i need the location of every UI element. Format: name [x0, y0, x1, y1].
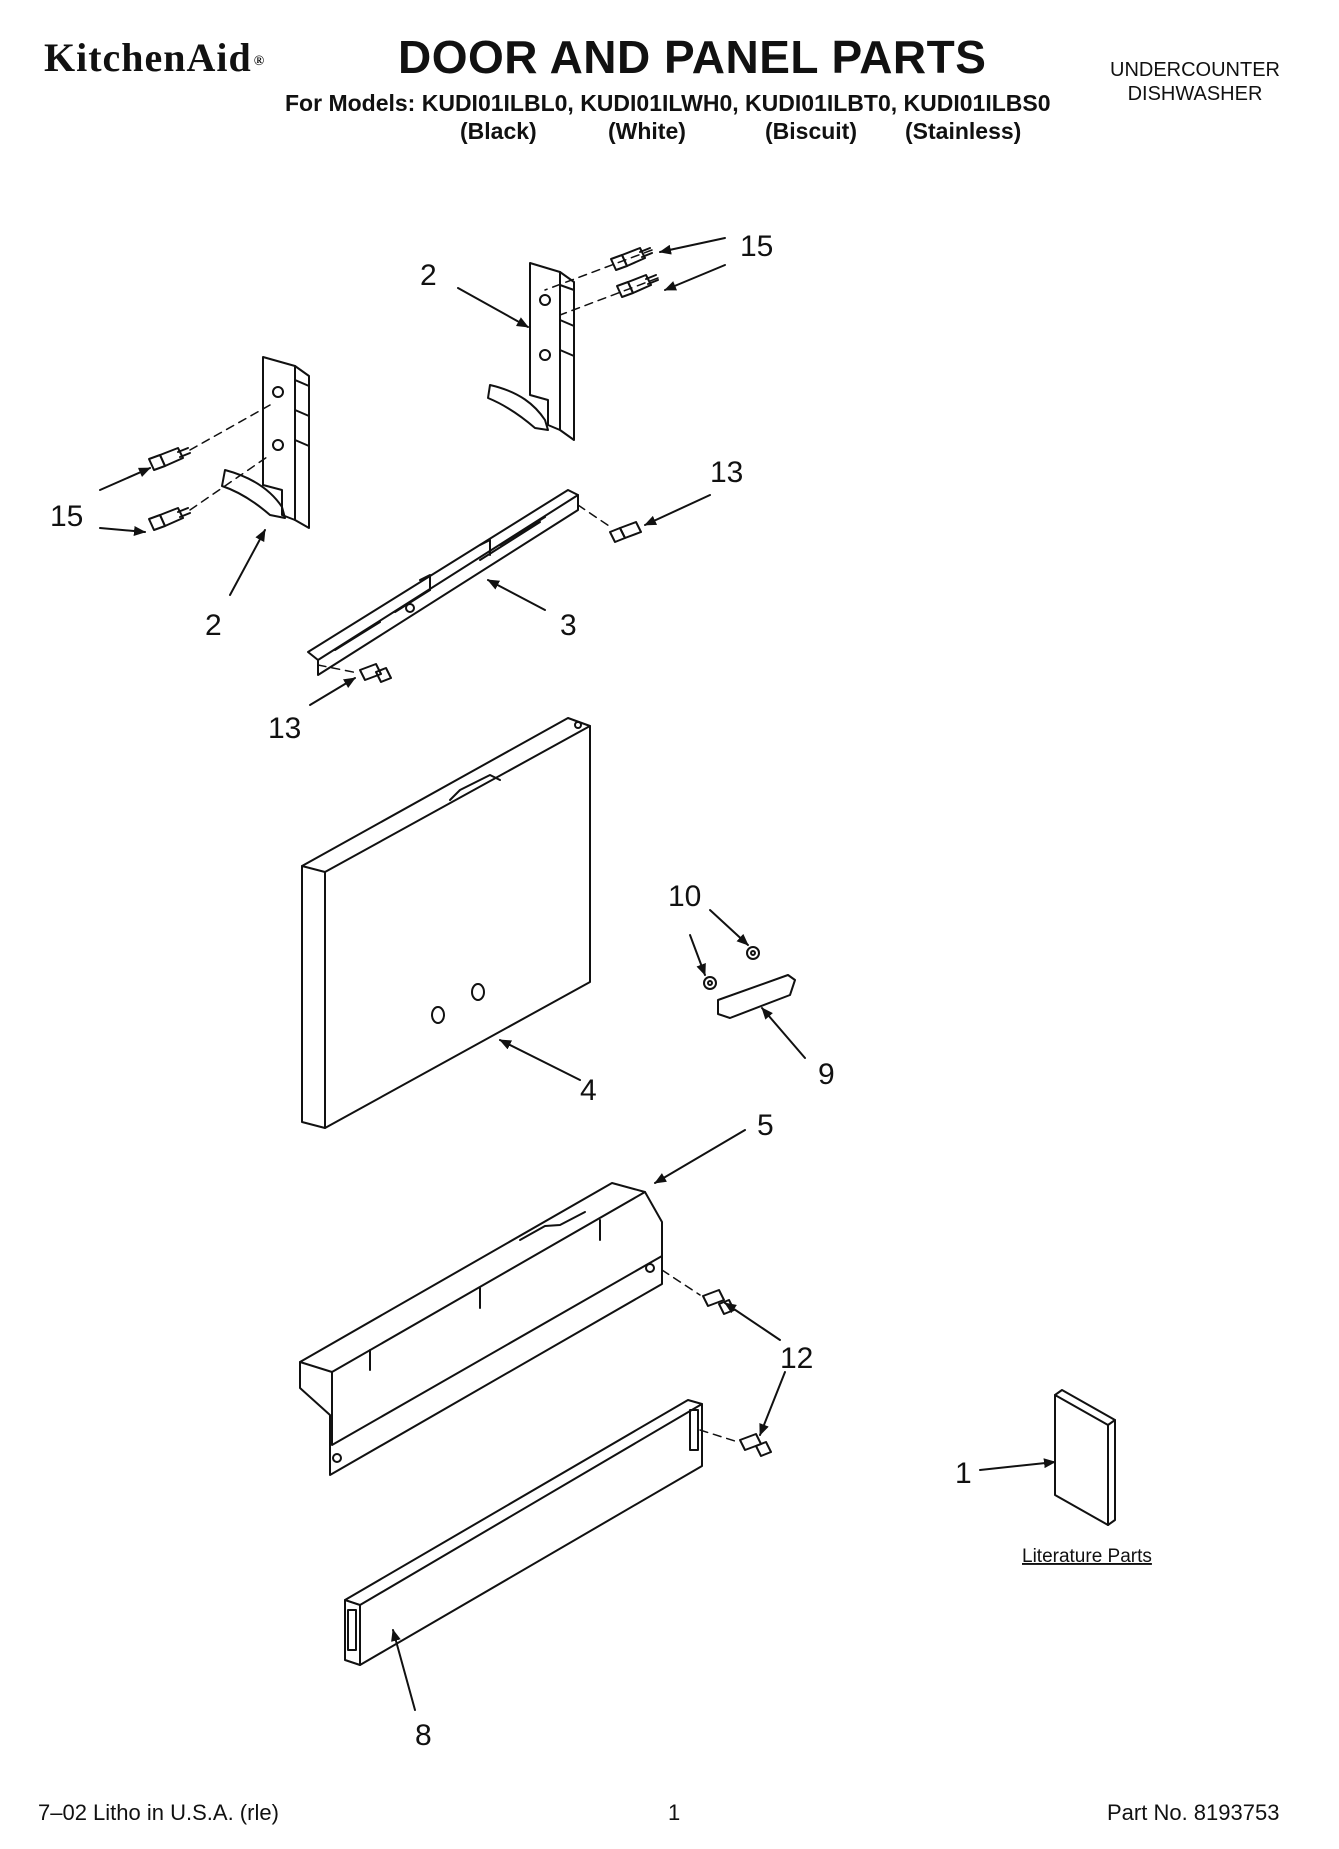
- screw-15c: [148, 447, 191, 471]
- door-handle: [717, 974, 796, 1019]
- callout-5: 5: [757, 1109, 774, 1142]
- nut-10b: [703, 976, 717, 990]
- callout-3: 3: [560, 609, 577, 642]
- variant-white: (White): [608, 118, 686, 144]
- callout-4: 4: [580, 1074, 597, 1107]
- door-panel: [301, 717, 591, 1129]
- variant-black: (Black): [460, 118, 537, 144]
- screw-13a: [609, 521, 642, 543]
- screw-12a: [702, 1289, 735, 1315]
- leader-arrows: [99, 237, 1056, 1711]
- page-title: DOOR AND PANEL PARTS: [398, 31, 987, 83]
- variant-stainless: (Stainless): [905, 118, 1022, 144]
- callout-10: 10: [668, 880, 701, 913]
- callout-1: 1: [955, 1457, 972, 1490]
- part-number: Part No. 8193753: [1107, 1800, 1280, 1825]
- brand-name: KitchenAid: [44, 35, 252, 80]
- callout-15-upper: 15: [740, 230, 773, 263]
- litho-info: 7–02 Litho in U.S.A. (rle): [38, 1800, 279, 1825]
- literature-booklet: [1054, 1389, 1116, 1526]
- kick-plate: [344, 1399, 703, 1666]
- screw-15a: [610, 247, 653, 271]
- models-line: For Models: KUDI01ILBL0, KUDI01ILWH0, KU…: [285, 90, 1051, 116]
- callout-12: 12: [780, 1342, 813, 1375]
- callout-2-lower: 2: [205, 609, 222, 642]
- screw-12b: [739, 1433, 772, 1457]
- callout-2-upper: 2: [420, 259, 437, 292]
- support-rail: [307, 489, 579, 676]
- callout-8: 8: [415, 1719, 432, 1752]
- callout-9: 9: [818, 1058, 835, 1091]
- nut-10a: [746, 946, 760, 960]
- callout-13-upper: 13: [710, 456, 743, 489]
- model-variants: (Black) (White) (Biscuit) (Stainless): [0, 118, 1339, 148]
- callout-15-lower: 15: [50, 500, 83, 533]
- door-hinge-bracket-left: [221, 356, 310, 529]
- toe-panel: [299, 1182, 663, 1476]
- literature-parts-label: Literature Parts: [1022, 1546, 1152, 1567]
- variant-biscuit: (Biscuit): [765, 118, 857, 144]
- door-hinge-bracket-right: [487, 262, 575, 441]
- screw-15b: [616, 274, 659, 298]
- registered-mark: ®: [253, 53, 266, 69]
- category-line-2: DISHWASHER: [1127, 83, 1263, 105]
- screw-13b: [359, 663, 392, 683]
- category-line-1: UNDERCOUNTER: [1110, 59, 1280, 81]
- appliance-category: UNDERCOUNTER DISHWASHER: [1110, 58, 1280, 106]
- callout-13-lower: 13: [268, 712, 301, 745]
- brand-logo: KitchenAid®: [44, 34, 265, 81]
- page-number: 1: [668, 1800, 681, 1825]
- screw-15d: [148, 507, 191, 531]
